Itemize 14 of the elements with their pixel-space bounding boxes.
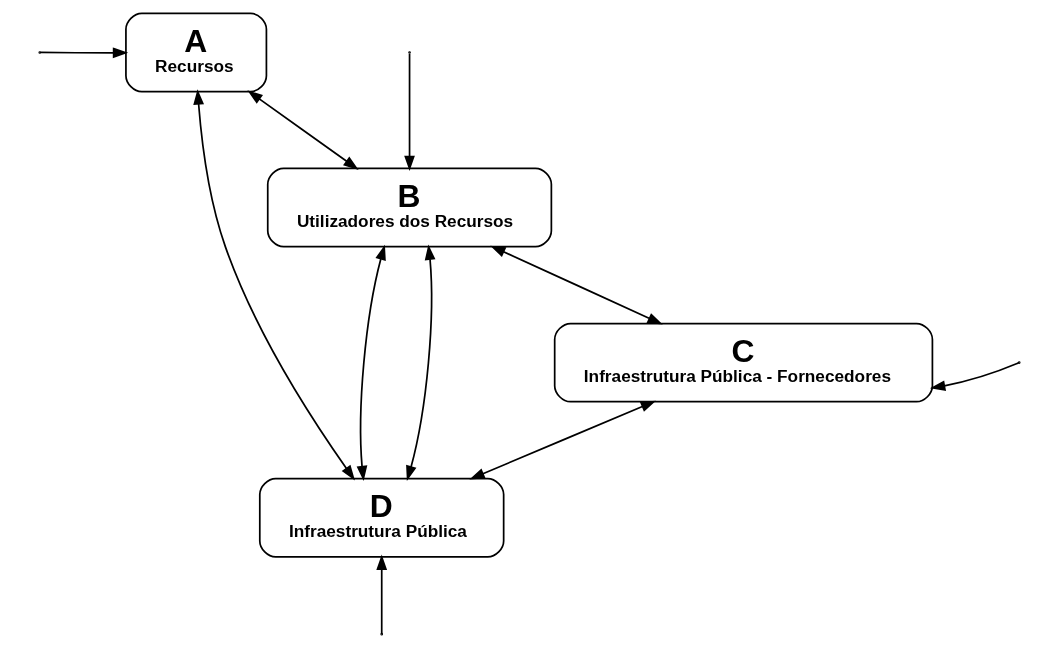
node-box: C Infraestrutura Pública - Fornecedores <box>553 322 934 403</box>
arrow <box>469 400 657 480</box>
node-box: D Infraestrutura Pública <box>258 477 505 558</box>
arrow <box>193 89 355 481</box>
arrow <box>490 245 663 325</box>
arrow <box>376 554 388 635</box>
arrow <box>404 53 415 172</box>
arrow <box>929 362 1020 391</box>
arrow <box>247 90 359 170</box>
arrow <box>356 244 386 482</box>
arrow <box>39 47 129 59</box>
arrow <box>406 244 436 481</box>
node-box: A Recursos <box>125 12 268 93</box>
node-box: B Utilizadores dos Recursos <box>266 167 553 248</box>
